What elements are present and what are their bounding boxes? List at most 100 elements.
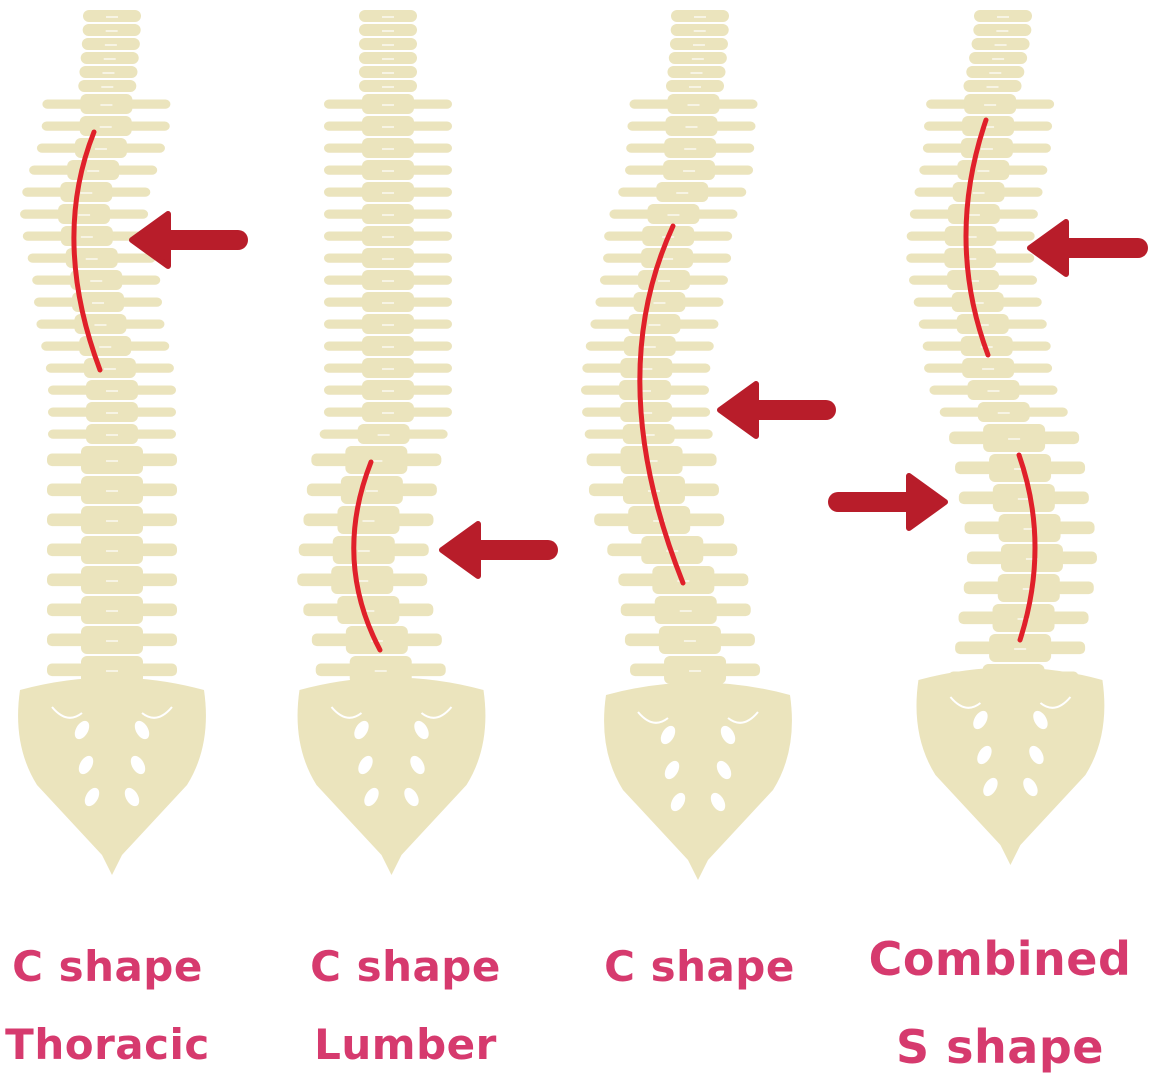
vertebra bbox=[666, 80, 724, 92]
vertebral-body bbox=[82, 38, 140, 50]
transverse-process bbox=[408, 188, 452, 197]
spine-lumbar bbox=[297, 10, 548, 875]
vertebral-body bbox=[75, 138, 127, 158]
vertebral-body bbox=[362, 226, 414, 246]
transverse-process bbox=[324, 166, 368, 175]
spine-thoracic bbox=[18, 10, 238, 875]
vertebral-body bbox=[972, 38, 1030, 50]
vertebral-body bbox=[362, 292, 414, 312]
transverse-process bbox=[126, 100, 170, 109]
transverse-process bbox=[924, 364, 968, 373]
transverse-process bbox=[714, 100, 758, 109]
vertebral-body bbox=[81, 446, 143, 474]
vertebral-body bbox=[362, 358, 414, 378]
vertebra bbox=[83, 10, 141, 22]
vertebral-body bbox=[983, 424, 1045, 452]
vertebral-body bbox=[362, 314, 414, 334]
transverse-process bbox=[324, 298, 368, 307]
transverse-process bbox=[42, 100, 86, 109]
transverse-process bbox=[923, 144, 967, 153]
vertebral-body bbox=[993, 484, 1055, 512]
vertebral-body bbox=[362, 204, 414, 224]
vertebra bbox=[627, 116, 755, 136]
vertebral-body bbox=[362, 270, 414, 290]
transverse-process bbox=[711, 122, 755, 131]
arrow-head bbox=[442, 524, 478, 576]
vertebra bbox=[46, 358, 174, 378]
vertebra bbox=[29, 160, 157, 180]
transverse-process bbox=[674, 320, 718, 329]
vertebral-body bbox=[624, 336, 676, 356]
vertebral-body bbox=[86, 402, 138, 422]
transverse-process bbox=[670, 342, 714, 351]
vertebral-body bbox=[669, 52, 727, 64]
vertebra bbox=[28, 248, 156, 268]
vertebra bbox=[41, 336, 169, 356]
vertebral-body bbox=[628, 314, 680, 334]
arrow-head bbox=[909, 476, 945, 528]
transverse-process bbox=[907, 232, 951, 241]
vertebra bbox=[924, 358, 1052, 378]
vertebral-body bbox=[620, 358, 672, 378]
vertebra bbox=[359, 38, 417, 50]
transverse-process bbox=[687, 254, 731, 263]
transverse-process bbox=[1007, 342, 1051, 351]
caption-lumbar-line1: C shape bbox=[298, 946, 513, 988]
transverse-process bbox=[324, 254, 368, 263]
vertebral-body bbox=[973, 24, 1031, 36]
transverse-process bbox=[132, 386, 176, 395]
transverse-process bbox=[684, 276, 728, 285]
vertebral-body bbox=[79, 66, 137, 78]
caption-s-shape-line1: Combined bbox=[850, 936, 1150, 982]
vertebra bbox=[926, 94, 1054, 114]
vertebral-body bbox=[362, 94, 414, 114]
caption-s-shape-line2: S shape bbox=[850, 1024, 1150, 1070]
transverse-process bbox=[666, 364, 710, 373]
vertebra bbox=[48, 402, 176, 422]
vertebra bbox=[324, 314, 452, 334]
vertebra bbox=[82, 38, 140, 50]
vertebra bbox=[621, 596, 751, 624]
vertebral-body bbox=[621, 446, 683, 474]
vertebra bbox=[42, 116, 170, 136]
transverse-process bbox=[990, 254, 1034, 263]
vertebra bbox=[303, 506, 433, 534]
vertebral-body bbox=[345, 446, 407, 474]
vertebral-body bbox=[964, 80, 1022, 92]
transverse-process bbox=[20, 210, 64, 219]
vertebra bbox=[625, 160, 753, 180]
transverse-process bbox=[604, 232, 648, 241]
transverse-process bbox=[120, 320, 164, 329]
vertebral-body bbox=[359, 52, 417, 64]
transverse-process bbox=[1049, 492, 1089, 505]
transverse-process bbox=[1007, 144, 1051, 153]
transverse-process bbox=[324, 122, 368, 131]
vertebral-body bbox=[83, 10, 141, 22]
vertebra bbox=[949, 424, 1079, 452]
vertebral-body bbox=[663, 160, 715, 180]
arrow-head bbox=[720, 384, 756, 436]
vertebral-body bbox=[81, 52, 139, 64]
transverse-process bbox=[48, 408, 92, 417]
vertebral-body bbox=[362, 138, 414, 158]
transverse-process bbox=[408, 144, 452, 153]
vertebra bbox=[582, 402, 710, 422]
vertebral-body bbox=[81, 596, 143, 624]
transverse-process bbox=[600, 276, 644, 285]
spine-s-shape bbox=[838, 10, 1138, 865]
transverse-process bbox=[324, 342, 368, 351]
transverse-process bbox=[28, 254, 72, 263]
transverse-process bbox=[118, 298, 162, 307]
transverse-process bbox=[919, 166, 963, 175]
vertebra bbox=[919, 314, 1047, 334]
vertebra bbox=[359, 66, 417, 78]
vertebra bbox=[83, 24, 141, 36]
vertebra bbox=[969, 52, 1027, 64]
transverse-process bbox=[626, 144, 670, 153]
vertebra bbox=[630, 656, 760, 684]
vertebral-body bbox=[81, 566, 143, 594]
vertebra bbox=[324, 160, 452, 180]
vertebral-body bbox=[359, 66, 417, 78]
vertebral-body bbox=[83, 24, 141, 36]
transverse-process bbox=[408, 166, 452, 175]
